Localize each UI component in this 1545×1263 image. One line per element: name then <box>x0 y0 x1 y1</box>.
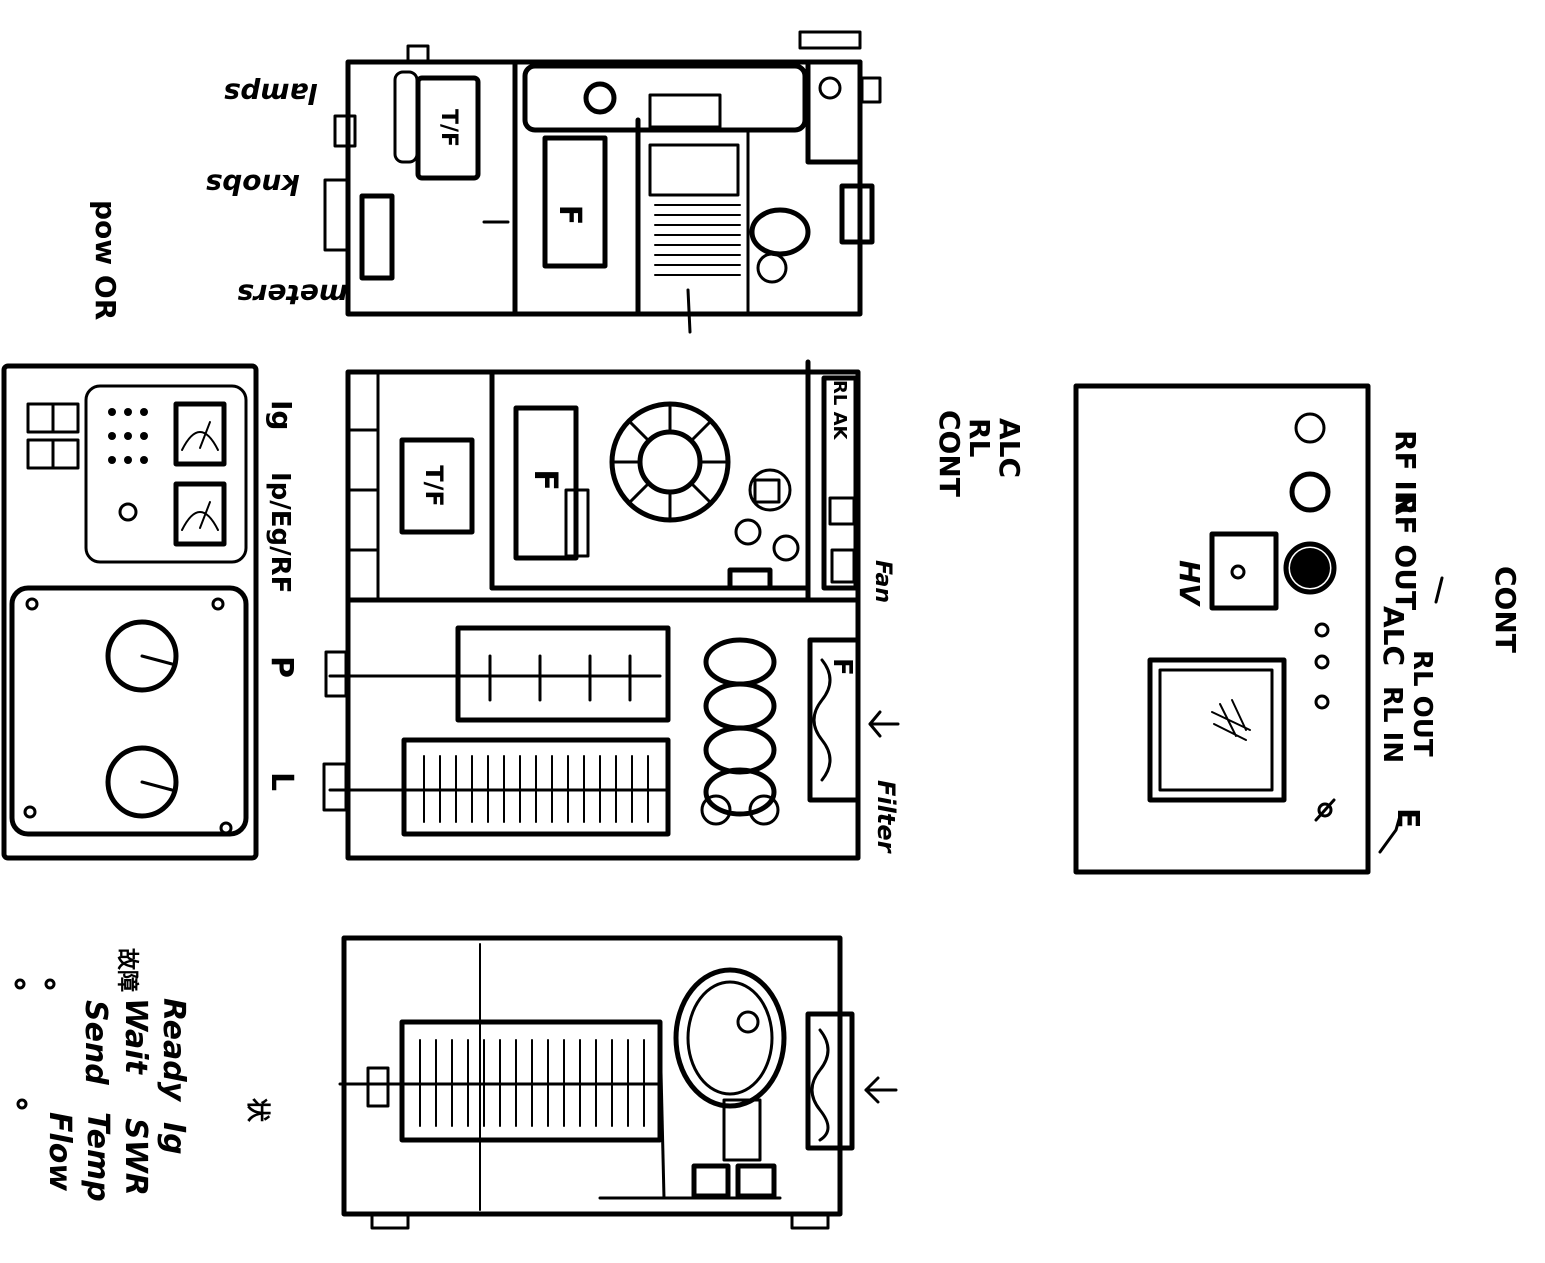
alc-label: ALC <box>993 418 1026 478</box>
rf-in-label: RF IN <box>1389 430 1422 514</box>
cooling-fan <box>609 401 731 523</box>
rl-label: RL <box>963 418 996 458</box>
rl-in-jack <box>1314 694 1330 710</box>
svg-text:RL AK: RL AK <box>829 380 850 441</box>
hv-label: HV <box>1173 560 1206 607</box>
front-panel-small-knob <box>118 502 138 522</box>
rear-panel <box>1073 383 1444 875</box>
ig-meter <box>173 401 227 467</box>
ig-indicator-label: Ig <box>156 1122 191 1155</box>
alc-jack-label: ALC <box>1377 606 1410 666</box>
load-knob-label: L <box>264 772 299 791</box>
svg-text:T/F: T/F <box>420 465 448 507</box>
ig-meter-label: Ig <box>265 400 298 430</box>
alc-jack <box>1314 622 1330 638</box>
indicator-notes <box>14 978 56 1110</box>
swr-indicator-label: SWR <box>118 1118 153 1196</box>
top-view-transformer-coils <box>648 143 741 276</box>
rear-vent-panel <box>1147 657 1287 803</box>
rl-out-jack <box>1314 654 1330 670</box>
lamps-label: lamps <box>224 77 318 110</box>
knobs-label: knobs <box>206 168 301 201</box>
svg-text:F: F <box>552 205 587 226</box>
middle-view-chassis: F T/F RL AK <box>322 359 900 861</box>
rf-in-connector <box>1294 412 1326 444</box>
wait-label: Wait <box>118 998 153 1076</box>
ip-eg-rf-meter-label: Ip/Eg/RF <box>265 472 295 593</box>
side-view-capacitor-plates <box>419 1039 645 1127</box>
cont-label: CONT <box>933 410 966 497</box>
hv-connector <box>1209 531 1279 611</box>
plate-knob-label: P <box>264 656 299 678</box>
temp-indicator-label: Temp <box>80 1112 115 1202</box>
alarm-header-label: 故障 <box>114 948 140 992</box>
ready-label: Ready <box>156 998 191 1103</box>
meters-label: meters <box>237 278 348 311</box>
svg-text:T/F: T/F <box>436 109 461 147</box>
front-panel <box>1 363 259 861</box>
tank-coil <box>700 637 780 826</box>
filter-label: Filter <box>872 780 900 855</box>
top-view-chassis: F T/F <box>323 30 882 334</box>
svg-text:F: F <box>827 658 857 676</box>
ip-eg-rf-meter <box>173 481 227 547</box>
rf-out-connector <box>1289 471 1331 513</box>
front-panel-led-grid <box>108 408 148 464</box>
air-intake-arrow <box>868 710 900 738</box>
flow-indicator-label: Flow <box>42 1112 77 1191</box>
fan-label: Fan <box>870 560 895 603</box>
ground-terminal <box>1314 798 1336 822</box>
rl-in-label: RL IN <box>1377 686 1407 763</box>
rf-out-label: RF OUT <box>1389 494 1422 610</box>
load-tune-knob <box>105 745 179 819</box>
rl-out-label: RL OUT <box>1407 650 1437 757</box>
capacitor-plates <box>423 755 649 823</box>
send-label: Send <box>78 1000 113 1085</box>
side-view-tube <box>673 967 787 1109</box>
rear-cont-label: CONT <box>1489 566 1522 653</box>
pow-or-label: pow OR <box>89 200 122 320</box>
status-header-label: 状 <box>244 1098 272 1123</box>
svg-text:F: F <box>527 469 565 491</box>
plate-tune-knob <box>105 619 179 693</box>
side-view-air-intake-arrow <box>864 1076 898 1104</box>
side-view-chassis <box>338 935 898 1230</box>
ground-label: E <box>1390 808 1425 829</box>
